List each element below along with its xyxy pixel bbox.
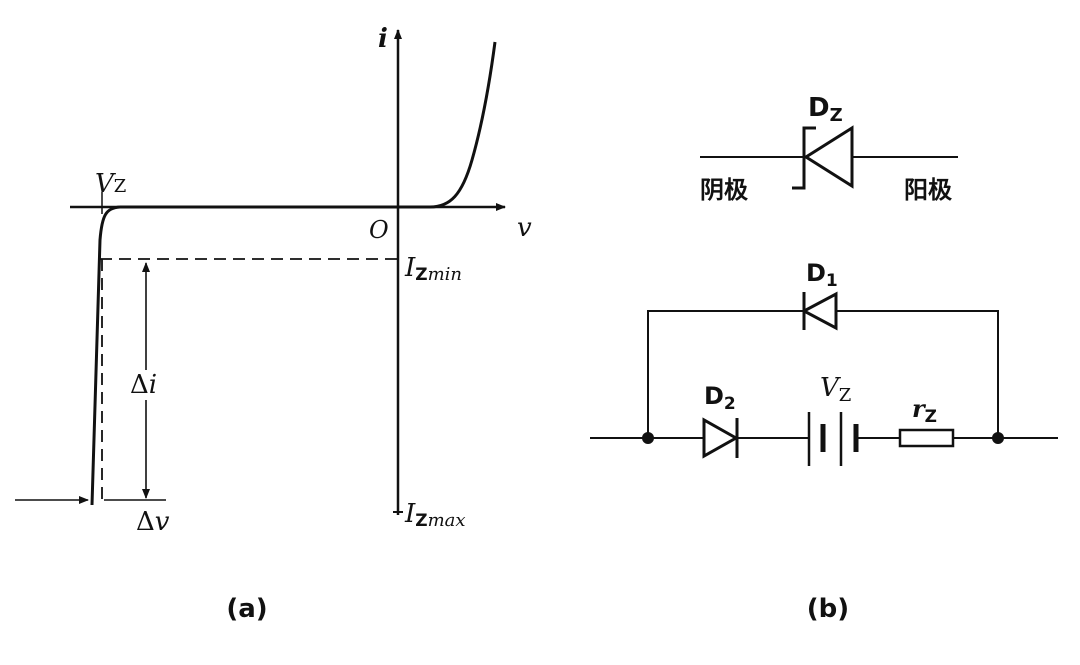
- breakdown-curve: [90, 205, 121, 506]
- axis-v-label: v: [517, 213, 532, 243]
- equivalent-circuit: D1 D2 VZ rZ: [590, 259, 1058, 466]
- battery-vz: [807, 412, 859, 466]
- origin-label: O: [369, 216, 389, 244]
- battery-vz-label: VZ: [820, 373, 851, 406]
- izmax-label: IZmax: [404, 499, 466, 531]
- panel-a-caption: (a): [226, 594, 267, 624]
- panel-a-iv-characteristic: i v O VZ IZmin IZmax Δi Δv (a): [15, 24, 532, 624]
- d2-triangle: [702, 417, 740, 459]
- junction-dot-left: [642, 432, 654, 444]
- zener-symbol-label: DZ: [808, 93, 843, 126]
- vz-label: VZ: [95, 169, 126, 199]
- zener-triangle: [803, 125, 854, 189]
- izmin-label: IZmin: [404, 253, 462, 285]
- delta-v-label: Δv: [136, 507, 170, 537]
- anode-label: 阳极: [904, 176, 952, 204]
- d2-label: D2: [704, 382, 736, 414]
- panel-b-symbol-and-model: DZ 阴极 阳极 D1 D2: [590, 93, 1058, 624]
- zener-symbol: [700, 125, 958, 190]
- d1-label: D1: [806, 259, 838, 291]
- resistor-rz-label: rZ: [912, 394, 937, 427]
- delta-i-label: Δi: [130, 370, 157, 400]
- forward-curve: [120, 41, 497, 209]
- axis-i-label: i: [378, 24, 388, 54]
- resistor-rz: [898, 428, 955, 448]
- panel-b-caption: (b): [807, 594, 849, 624]
- cathode-label: 阴极: [700, 176, 748, 204]
- zener-cathode-bar: [792, 126, 816, 190]
- d1-triangle: [800, 291, 838, 331]
- junction-dot-right: [992, 432, 1004, 444]
